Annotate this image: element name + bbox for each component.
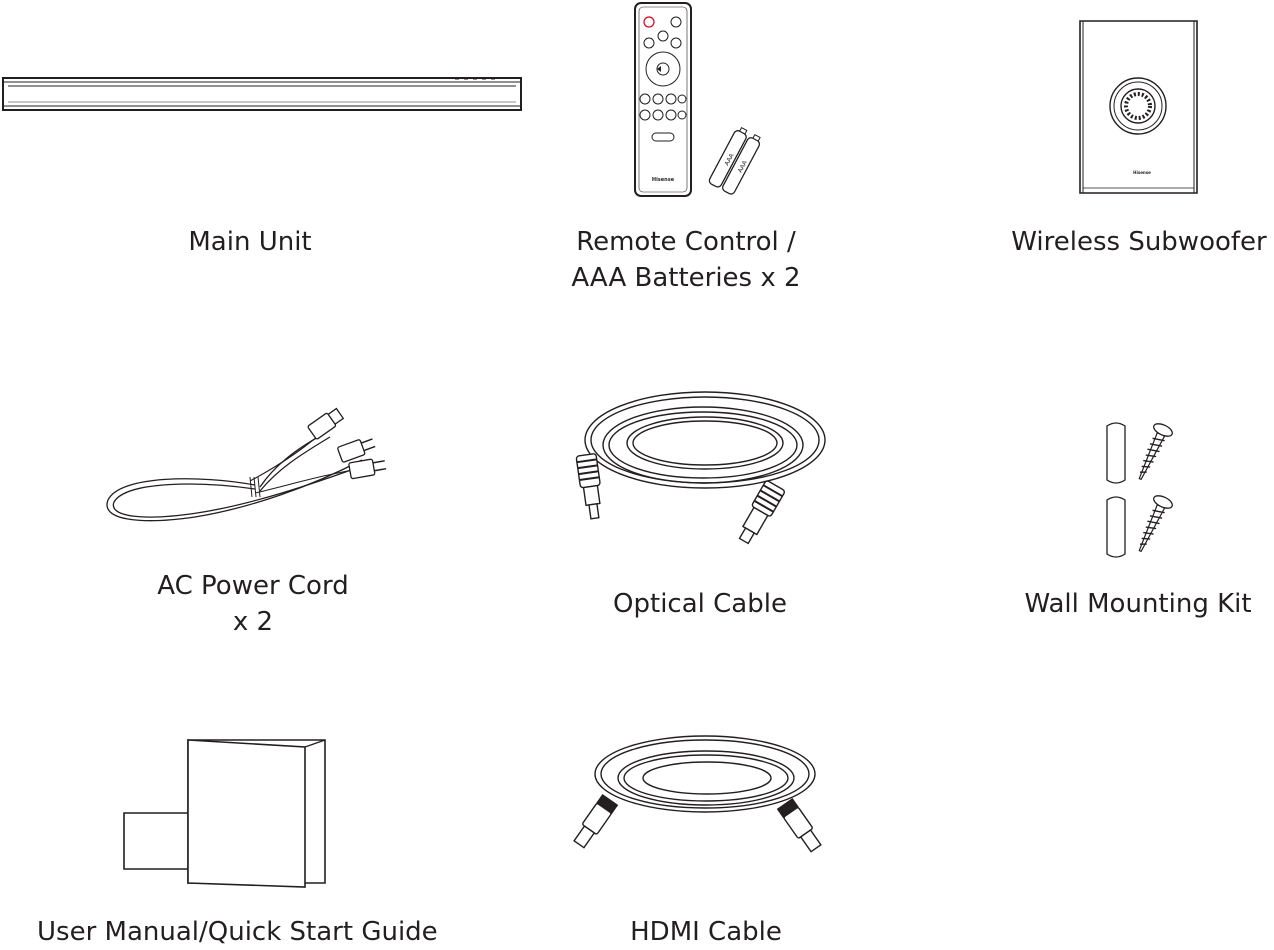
remote-control-label: Remote Control / AAA Batteries x 2 — [571, 227, 801, 293]
hdmi-cable-label: HDMI Cable — [630, 917, 782, 947]
wireless-subwoofer-label: Wireless Subwoofer — [1011, 227, 1267, 257]
ac-power-cord-label: AC Power Cord x 2 — [157, 571, 349, 637]
wall-mounting-kit-label: Wall Mounting Kit — [1024, 589, 1252, 619]
soundbar-illustration — [0, 70, 530, 120]
subwoofer-brand-text: Hisense — [1133, 170, 1151, 175]
quick-start-guide-sheet — [124, 813, 196, 869]
optical-cable-illustration — [565, 385, 835, 560]
main-unit-label: Main Unit — [188, 227, 312, 257]
hdmi-cable-illustration — [590, 732, 820, 872]
optical-cable-label: Optical Cable — [613, 589, 787, 619]
user-manual-illustration — [120, 735, 335, 895]
user-manual-label: User Manual/Quick Start Guide — [37, 917, 438, 947]
wall-anchor-2 — [1107, 497, 1125, 557]
subwoofer-illustration: Hisense — [1075, 18, 1205, 198]
power-cord-illustration — [100, 405, 400, 535]
wall-anchor-1 — [1107, 423, 1125, 483]
remote-control-illustration: Hisense AAA AAA — [630, 0, 780, 200]
remote-brand-text: Hisense — [652, 177, 675, 183]
wall-mounting-kit-illustration — [1095, 418, 1185, 563]
